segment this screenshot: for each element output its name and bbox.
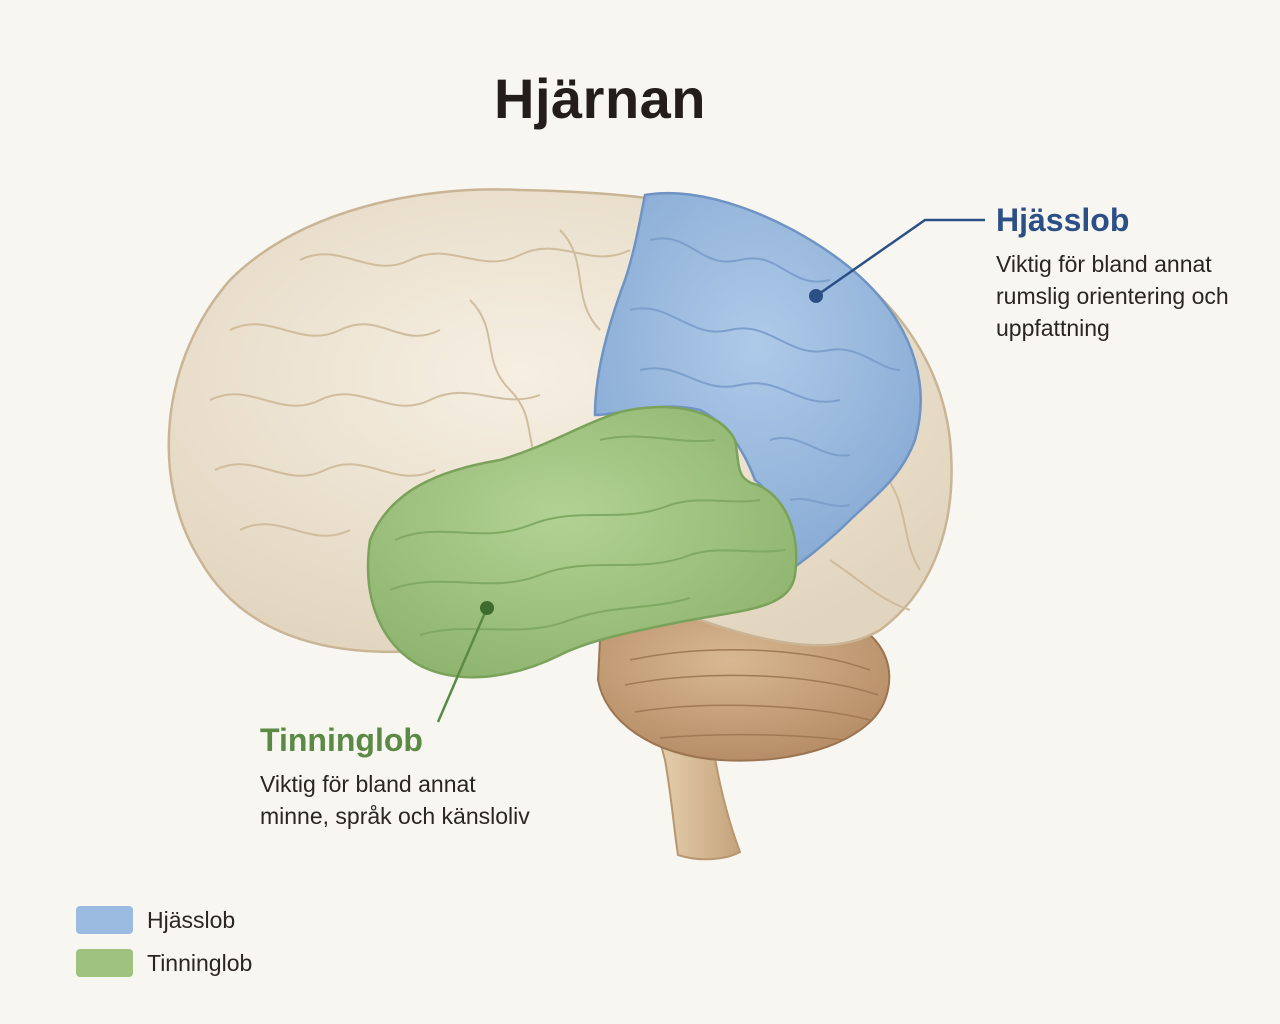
parietal-callout-description: Viktig för bland annat rumslig orienteri… [996,251,1229,341]
parietal-marker-dot [809,289,823,303]
temporal-callout: Tinninglob Viktig för bland annat minne,… [260,720,550,832]
diagram-title: Hjärnan [494,67,706,130]
temporal-callout-title: Tinninglob [260,722,423,758]
legend: Hjässlob Tinninglob [76,906,252,992]
legend-label-parietal: Hjässlob [147,906,236,933]
legend-swatch-parietal [76,906,133,934]
legend-item-temporal: Tinninglob [76,949,252,977]
legend-label-temporal: Tinninglob [147,949,253,976]
temporal-leader [436,601,494,723]
legend-swatch-temporal [76,949,133,977]
temporal-lobe [366,405,798,679]
parietal-callout: Hjässlob Viktig för bland annat rumslig … [996,200,1280,344]
legend-item-parietal: Hjässlob [76,906,252,934]
temporal-callout-description: Viktig för bland annat minne, språk och … [260,771,530,829]
temporal-marker-dot [480,601,494,615]
parietal-callout-title: Hjässlob [996,202,1130,238]
parietal-leader [809,218,985,303]
